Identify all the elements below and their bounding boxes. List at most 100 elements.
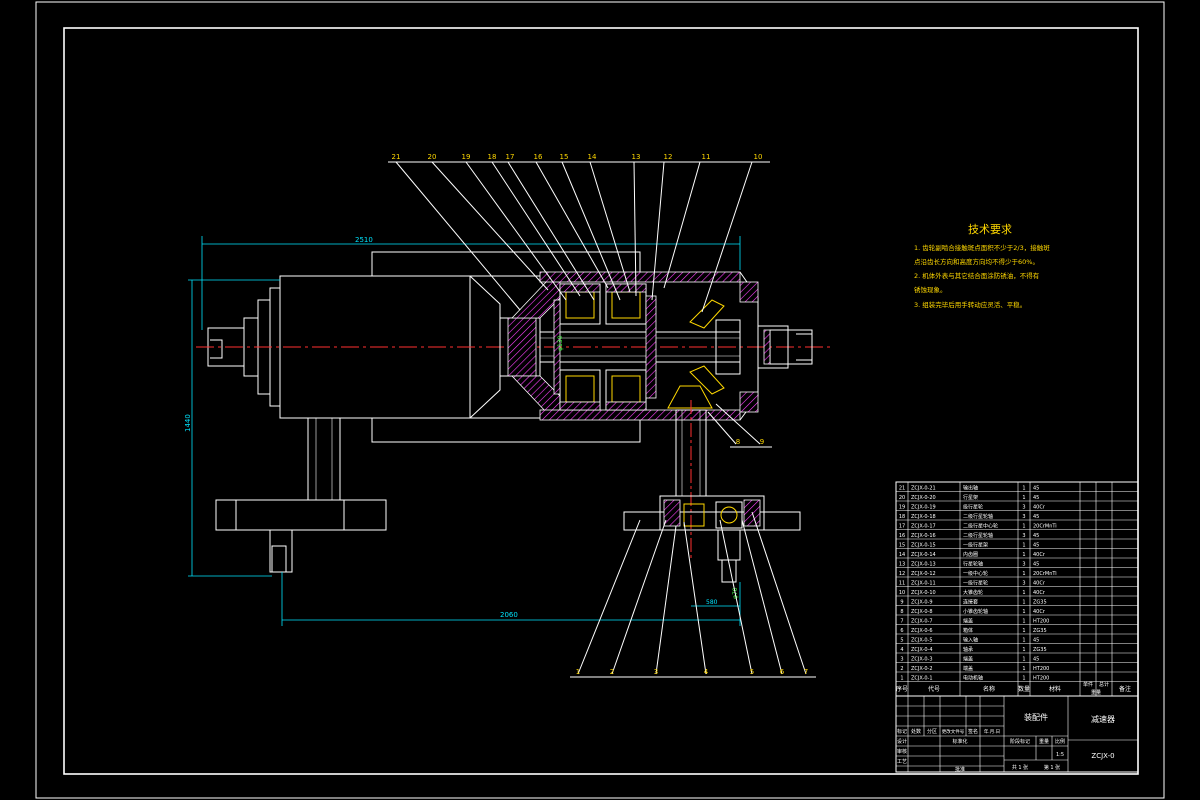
- bom-cell: ZCJX-0-6: [911, 628, 933, 634]
- bom-cell: ZCJX-0-10: [911, 590, 936, 596]
- bom-cell: 9: [900, 600, 903, 606]
- tb-scale-value: 1:5: [1056, 752, 1064, 758]
- bom-cell: 40Cr: [1033, 581, 1046, 587]
- bom-cell: 45: [1033, 486, 1039, 492]
- bom-header-no: 序号: [896, 685, 908, 693]
- bom-cell: 连接套: [963, 599, 978, 606]
- bom-cell: 1: [1022, 495, 1025, 501]
- bom-cell: 13: [899, 562, 905, 568]
- tb-review: 审核: [897, 748, 907, 755]
- bom-cell: ZCJX-0-4: [911, 647, 933, 653]
- bom-cell: 45: [1033, 533, 1039, 539]
- bom-cell: 1: [1022, 628, 1025, 634]
- tb-process: 工艺: [897, 759, 907, 765]
- bom-header-remark: 备注: [1119, 685, 1131, 693]
- tb-signature: 签名: [968, 728, 978, 735]
- tech-req-line-2: 点沿齿长方向和高度方向均不得少于60%。: [914, 257, 1039, 266]
- balloon-14: 14: [588, 153, 597, 161]
- dim-overall-width: 2510: [355, 236, 373, 244]
- bom-cell: 二级行星轮轴: [963, 532, 993, 539]
- bom-cell: ZCJX-0-19: [911, 505, 936, 511]
- balloon-2: 2: [610, 668, 614, 676]
- tb-sheet-total: 共 1 张: [1012, 764, 1028, 771]
- bom-cell: ZCJX-0-9: [911, 600, 933, 606]
- balloon-7: 7: [804, 668, 808, 676]
- inner-frame: [63, 27, 1139, 775]
- bom-cell: 电动机轴: [963, 675, 983, 682]
- bom-cell: 大锥齿轮: [963, 589, 983, 596]
- bom-cell: ZG35: [1033, 600, 1047, 606]
- bom-cell: ZG35: [1033, 647, 1047, 653]
- bom-cell: 4: [900, 647, 903, 653]
- bom-header-code: 代号: [928, 685, 940, 693]
- bom-cell: ZCJX-0-3: [911, 657, 933, 663]
- bom-cell: 1: [900, 676, 903, 682]
- tb-change-doc: 更改文件号: [942, 728, 965, 735]
- tb-weight-label: 重量: [1039, 738, 1049, 745]
- balloon-20: 20: [428, 153, 437, 161]
- tb-sheet-no: 第 1 张: [1044, 764, 1060, 771]
- bom-cell: ZCJX-0-5: [911, 638, 933, 644]
- bom-cell: 8: [900, 609, 903, 615]
- bom-cell: 内齿圈: [963, 551, 978, 558]
- bom-cell: 2: [900, 666, 903, 672]
- balloon-18: 18: [488, 153, 497, 161]
- bom-cell: ZCJX-0-16: [911, 533, 936, 539]
- bom-cell: 1: [1022, 552, 1025, 558]
- technical-requirements: 技术要求 1. 齿轮副啮合接触斑点面积不少于2/3，接触斑 点沿齿长方向和高度方…: [914, 223, 1050, 309]
- bom-cell: 19: [899, 505, 905, 511]
- bom-cell: ZCJX-0-13: [911, 562, 936, 568]
- bom-cell: 一级行星轮: [963, 580, 988, 587]
- bom-cell: HT200: [1033, 676, 1049, 682]
- bom-cell: ZCJX-0-1: [911, 676, 933, 682]
- bom-cell: 40Cr: [1033, 590, 1046, 596]
- bom-cell: 1: [1022, 609, 1025, 615]
- bom-cell: 11: [899, 581, 905, 587]
- balloon-5: 5: [750, 668, 754, 676]
- tb-approve: 批准: [955, 766, 965, 773]
- bom-cell: ZG35: [1033, 628, 1047, 634]
- bom-cell: 1: [1022, 676, 1025, 682]
- balloon-16: 16: [534, 153, 543, 161]
- balloon-4: 4: [704, 668, 709, 676]
- bom-cell: 10: [899, 590, 905, 596]
- bom-header-weight: 重量: [1091, 689, 1101, 696]
- vertical-column: [623, 400, 801, 583]
- balloon-3: 3: [654, 668, 658, 676]
- bom-header-name: 名称: [983, 685, 995, 693]
- bom-cell: 输入轴: [963, 637, 978, 644]
- title-block: 标记 处数 分区 更改文件号 签名 年.月.日 设计 标准化 审核 工艺 批准 …: [895, 695, 1139, 773]
- balloon-9: 9: [760, 438, 764, 446]
- bom-cell: ZCJX-0-11: [911, 581, 936, 587]
- bom-cell: 一级中心轮: [963, 570, 988, 577]
- bom-cell: 输出轴: [963, 485, 978, 492]
- bom-cell: 一级行星架: [963, 542, 988, 549]
- bom-cell: 6: [900, 628, 903, 634]
- bom-cell: 1: [1022, 647, 1025, 653]
- bom-cell: 40Cr: [1033, 505, 1046, 511]
- bom-cell: 16: [899, 533, 905, 539]
- bom-cell: ZCJX-0-20: [911, 495, 936, 501]
- dim-base-span: 2060: [500, 611, 518, 619]
- bom-cell: 1: [1022, 657, 1025, 663]
- bom-cell: 40Cr: [1033, 552, 1046, 558]
- bom-cell: 45: [1033, 495, 1039, 501]
- tech-req-line-3: 2. 机体外表与其它结合面涂防锈油，不得有: [914, 271, 1040, 280]
- bom-cell: 20CrMnTi: [1033, 524, 1057, 530]
- gearbox-section: [499, 271, 813, 421]
- dim-shaft-2: φ130: [557, 335, 564, 351]
- bom-cell: 1: [1022, 524, 1025, 530]
- tb-drawing-title: 减速器: [1091, 714, 1115, 724]
- bom-cell: 45: [1033, 543, 1039, 549]
- bom-cell: ZCJX-0-15: [911, 543, 936, 549]
- bom-cell: 1: [1022, 590, 1025, 596]
- bom-cell: 45: [1033, 638, 1039, 644]
- bom-cell: 1: [1022, 543, 1025, 549]
- balloon-13: 13: [632, 153, 641, 161]
- bom-cell: 5: [900, 638, 903, 644]
- tb-standardize: 标准化: [952, 738, 967, 745]
- bom-cell: 3: [1022, 581, 1025, 587]
- bom-cell: 二级行星轮轴: [963, 513, 993, 520]
